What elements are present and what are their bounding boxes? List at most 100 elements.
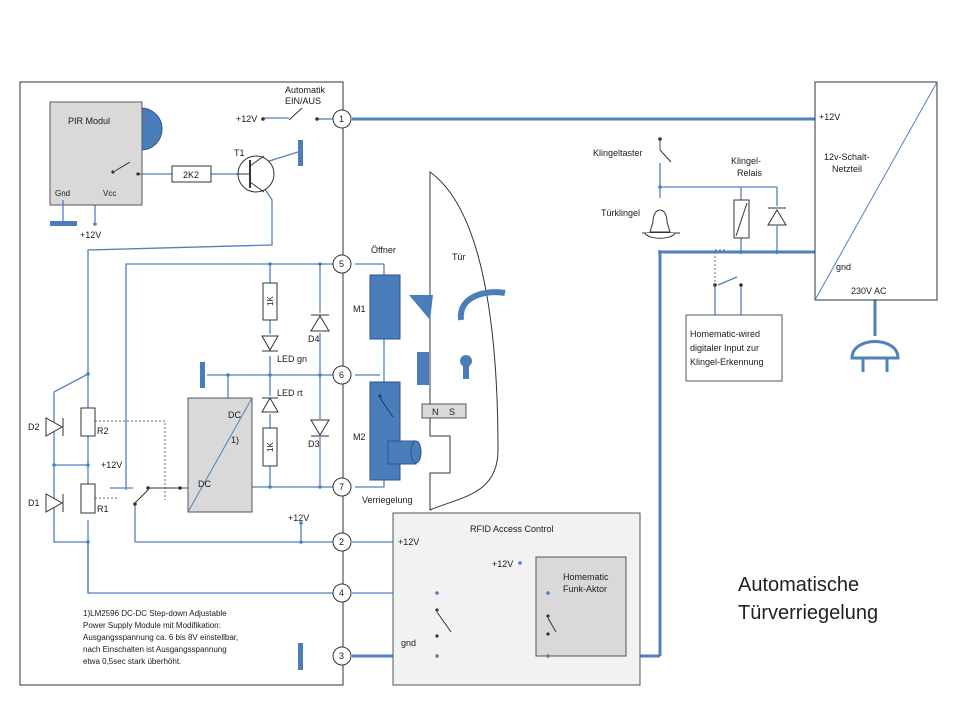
- homematic-wired-box: [685, 314, 783, 382]
- pir-gnd-bar: [50, 221, 77, 226]
- motor-m2-label: M2: [353, 432, 366, 442]
- pir-switch-contact: [114, 161, 131, 172]
- footnote-line-4: nach Einschalten ist Ausgangsspannung: [83, 645, 227, 654]
- dc-module-bottom-label: DC: [198, 479, 211, 489]
- homematic-wired-line-1: Homematic-wired: [690, 329, 760, 339]
- resistor-1k-bottom: [262, 427, 278, 467]
- diode-d3: [310, 419, 330, 436]
- svg-text:7: 7: [339, 482, 344, 492]
- footnote-line-2: Power Supply Module mit Modifikation:: [83, 621, 221, 630]
- bell-button-label: Klingeltaster: [593, 148, 643, 158]
- transistor-t1-label: T1: [234, 148, 245, 158]
- svg-text:6: 6: [339, 370, 344, 380]
- opener-label: Öffner: [371, 245, 396, 255]
- resistor-1k-bottom-label: 1K: [266, 442, 275, 452]
- opener-bar: [417, 352, 429, 385]
- svg-text:1: 1: [339, 114, 344, 124]
- homematic-wired-line-2: digitaler Input zur: [690, 343, 759, 353]
- pir-label: PIR Modul: [68, 116, 110, 126]
- psu-name-2: Netzteil: [832, 164, 862, 174]
- svg-text:2: 2: [339, 537, 344, 547]
- rfid-switch: [436, 611, 452, 633]
- rfid-plus12-label: +12V: [398, 537, 419, 547]
- homematic-wired-line-3: Klingel-Erkennung: [690, 357, 764, 367]
- bell-relay-label-2: Relais: [737, 168, 763, 178]
- footnote-line-5: etwa 0,5sec stark überhöht.: [83, 657, 181, 666]
- bell-label: Türklingel: [601, 208, 640, 218]
- resistor-1k-top: [262, 282, 278, 321]
- lock-label: Verriegelung: [362, 495, 413, 505]
- led-green: [261, 335, 279, 352]
- door-shape: [429, 171, 499, 511]
- motor-m1: [369, 274, 401, 340]
- funk-aktor-line-2: Funk-Aktor: [563, 584, 607, 594]
- resistor-2k2-label: 2K2: [183, 170, 199, 180]
- terminal-1: 1: [332, 109, 352, 129]
- diode-d3-label: D3: [308, 439, 320, 449]
- terminal2-supply-label: +12V: [288, 513, 309, 523]
- led-green-label: LED gn: [277, 354, 307, 364]
- automatik-switch: [288, 107, 303, 121]
- terminal-7: 7: [332, 477, 352, 497]
- funk-aktor-switch: [547, 617, 557, 633]
- motor-m1-label: M1: [353, 304, 366, 314]
- rfid-title: RFID Access Control: [470, 524, 554, 534]
- power-plug-icon: [850, 340, 900, 360]
- psu-name-1: 12v-Schalt-: [824, 152, 870, 162]
- bell-relay-label-1: Klingel-: [731, 156, 761, 166]
- terminal-6: 6: [332, 365, 352, 385]
- psu-gnd-label: gnd: [836, 262, 851, 272]
- terminal-2: 2: [332, 532, 352, 552]
- diode-d2-label: D2: [28, 422, 40, 432]
- led-red-label: LED rt: [277, 388, 303, 398]
- diode-d4: [310, 315, 330, 332]
- diode-d4-label: D4: [308, 334, 320, 344]
- automatik-label-1: Automatik: [285, 85, 326, 95]
- relay-r1: [80, 483, 96, 514]
- diagram-title-line-2: Türverriegelung: [738, 602, 878, 624]
- bell-diode: [767, 209, 787, 226]
- diode-d2: [45, 417, 64, 437]
- r1-switch-contact: [134, 489, 149, 504]
- terminal3-bar: [298, 643, 303, 670]
- diode-d1-label: D1: [28, 498, 40, 508]
- pir-sensor-dome: [140, 107, 163, 151]
- motor-m2: [369, 381, 401, 481]
- rfid-inner-plus12-label: +12V: [492, 559, 513, 569]
- led-red: [261, 396, 279, 413]
- opener-catch: [409, 295, 433, 320]
- relay-r2: [80, 407, 96, 437]
- door-bell: [649, 209, 671, 233]
- automatik-supply-label: +12V: [236, 114, 257, 124]
- door-handle: [457, 289, 506, 321]
- pir-gnd-label: Gnd: [55, 189, 70, 198]
- terminal-5: 5: [332, 254, 352, 274]
- psu-plus12-label: +12V: [819, 112, 840, 122]
- pir-module-box: [49, 101, 143, 206]
- resistor-1k-top-label: 1K: [266, 296, 275, 306]
- terminal-3: 3: [332, 646, 352, 666]
- pir-supply-label: +12V: [80, 230, 101, 240]
- t1-output-bar: [298, 140, 303, 166]
- relay-r2-label: R2: [97, 426, 109, 436]
- relay-supply-label: +12V: [101, 460, 122, 470]
- terminal-4: 4: [332, 583, 352, 603]
- funk-aktor-line-1: Homematic: [563, 572, 609, 582]
- automatik-label-2: EIN/AUS: [285, 96, 321, 106]
- dc-module-top-label: DC: [228, 410, 241, 420]
- rail6-bar: [200, 362, 205, 388]
- psu-ac-label: 230V AC: [851, 286, 887, 296]
- svg-text:4: 4: [339, 588, 344, 598]
- diode-d1: [45, 493, 64, 513]
- bell-button-switch: [659, 149, 672, 163]
- diagram-title-line-1: Automatische: [738, 574, 859, 596]
- funk-aktor-box: [535, 556, 627, 657]
- svg-text:5: 5: [339, 259, 344, 269]
- magnet: [421, 403, 467, 419]
- svg-text:3: 3: [339, 651, 344, 661]
- rfid-gnd-label: gnd: [401, 638, 416, 648]
- magnet-s: S: [449, 407, 455, 417]
- door-label: Tür: [452, 252, 466, 262]
- magnet-n: N: [432, 407, 439, 417]
